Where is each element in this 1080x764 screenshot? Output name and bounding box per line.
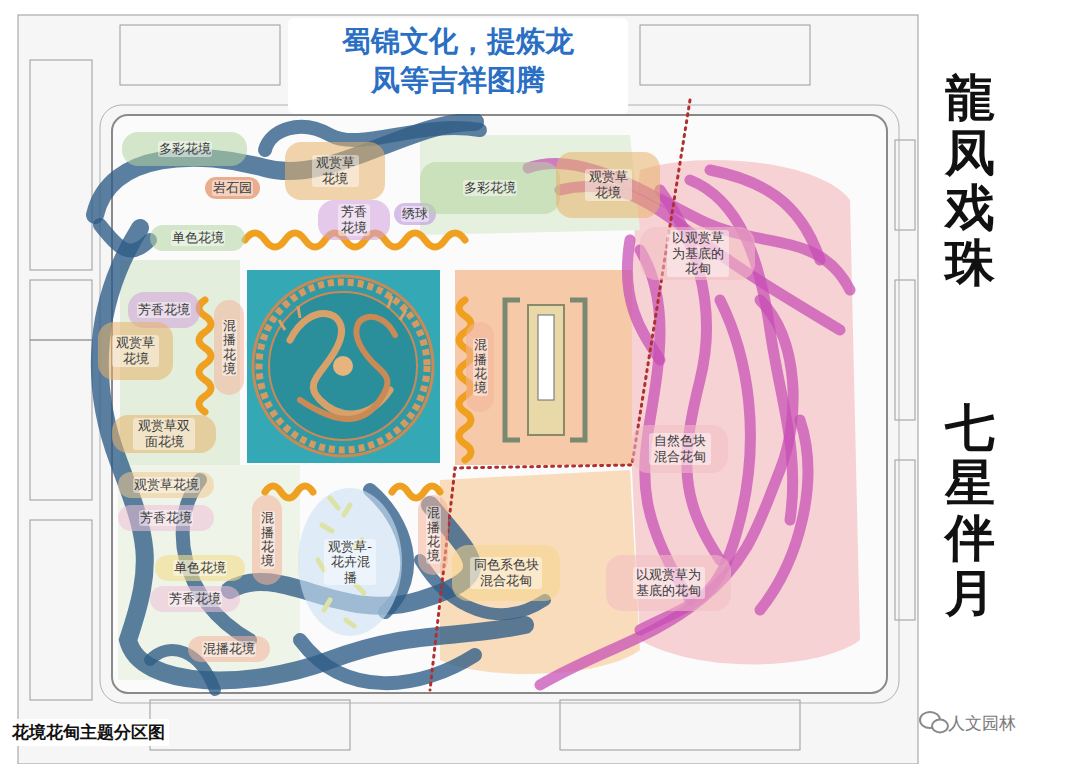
planting-zone: 岩石园 — [205, 177, 260, 199]
map-title: 蜀锦文化，提炼龙凤等吉祥图腾 — [333, 22, 583, 100]
planting-zone: 混播花境 — [466, 322, 494, 412]
zone-label: 混播花境 — [426, 506, 441, 563]
figure-caption: 花境花甸主题分区图 — [8, 719, 169, 746]
zone-label: 芳香花境 — [137, 302, 191, 318]
zone-label: 混播花境 — [202, 641, 256, 657]
zone-label: 以观赏草为基底的花甸 — [633, 567, 705, 598]
calligraphy-text: 龍凤戏珠 — [945, 70, 995, 290]
planting-zone: 芳香花境 — [150, 586, 240, 612]
zone-label: 观赏草-花卉混播 — [324, 539, 376, 586]
zone-label: 芳香花境 — [139, 510, 193, 526]
planting-zone: 自然色块混合花甸 — [632, 425, 728, 473]
zone-label: 同色系色块混合花甸 — [470, 557, 542, 588]
zone-label: 以观赏草为基底的花甸 — [667, 230, 729, 277]
planting-zone: 混播花境 — [214, 300, 244, 395]
zone-label: 混播花境 — [260, 511, 275, 568]
planting-zone: 观赏草花境 — [285, 142, 385, 200]
planting-zone: 观赏草花境 — [118, 472, 214, 498]
watermark: 人文园林 — [948, 712, 1016, 735]
planting-zone: 观赏草-花卉混播 — [298, 488, 402, 636]
planting-zone: 单色花境 — [155, 555, 245, 581]
zone-label: 多彩花境 — [158, 141, 212, 157]
planting-zone: 同色系色块混合花甸 — [452, 545, 560, 601]
zone-label: 自然色块混合花甸 — [649, 433, 711, 464]
zone-label: 混播花境 — [473, 338, 488, 395]
planting-zone: 多彩花境 — [420, 162, 560, 214]
planting-zone: 混播花境 — [188, 636, 270, 662]
planting-zone: 芳香花境 — [318, 200, 390, 240]
planting-zone: 混播花境 — [252, 495, 282, 585]
planting-zone: 观赏草花境 — [98, 322, 173, 380]
zone-label: 芳香花境 — [168, 591, 222, 607]
zone-label: 单色花境 — [171, 230, 225, 246]
planting-zone: 芳香花境 — [118, 505, 214, 531]
zone-label: 观赏草双面花境 — [133, 418, 195, 449]
planting-zone: 以观赏草为基底的花甸 — [640, 227, 755, 280]
zone-label: 观赏草花境 — [112, 335, 159, 366]
zone-label: 混播花境 — [222, 319, 237, 376]
zone-label: 芳香花境 — [338, 204, 370, 235]
zone-label: 观赏草花境 — [133, 477, 200, 493]
planting-zone: 观赏草花境 — [556, 152, 660, 218]
planting-zone: 多彩花境 — [122, 132, 247, 166]
zone-label: 岩石园 — [212, 180, 253, 196]
planting-zone: 混播花境 — [418, 495, 448, 575]
zone-label: 观赏草花境 — [585, 169, 632, 200]
zone-label: 多彩花境 — [463, 180, 517, 196]
zone-label: 单色花境 — [173, 560, 227, 576]
planting-zone: 单色花境 — [150, 225, 245, 251]
zone-label: 观赏草花境 — [312, 155, 359, 186]
planting-zone: 以观赏草为基底的花甸 — [606, 555, 731, 611]
planting-zone: 观赏草双面花境 — [112, 415, 216, 453]
calligraphy-text: 七星伴月 — [945, 400, 995, 620]
